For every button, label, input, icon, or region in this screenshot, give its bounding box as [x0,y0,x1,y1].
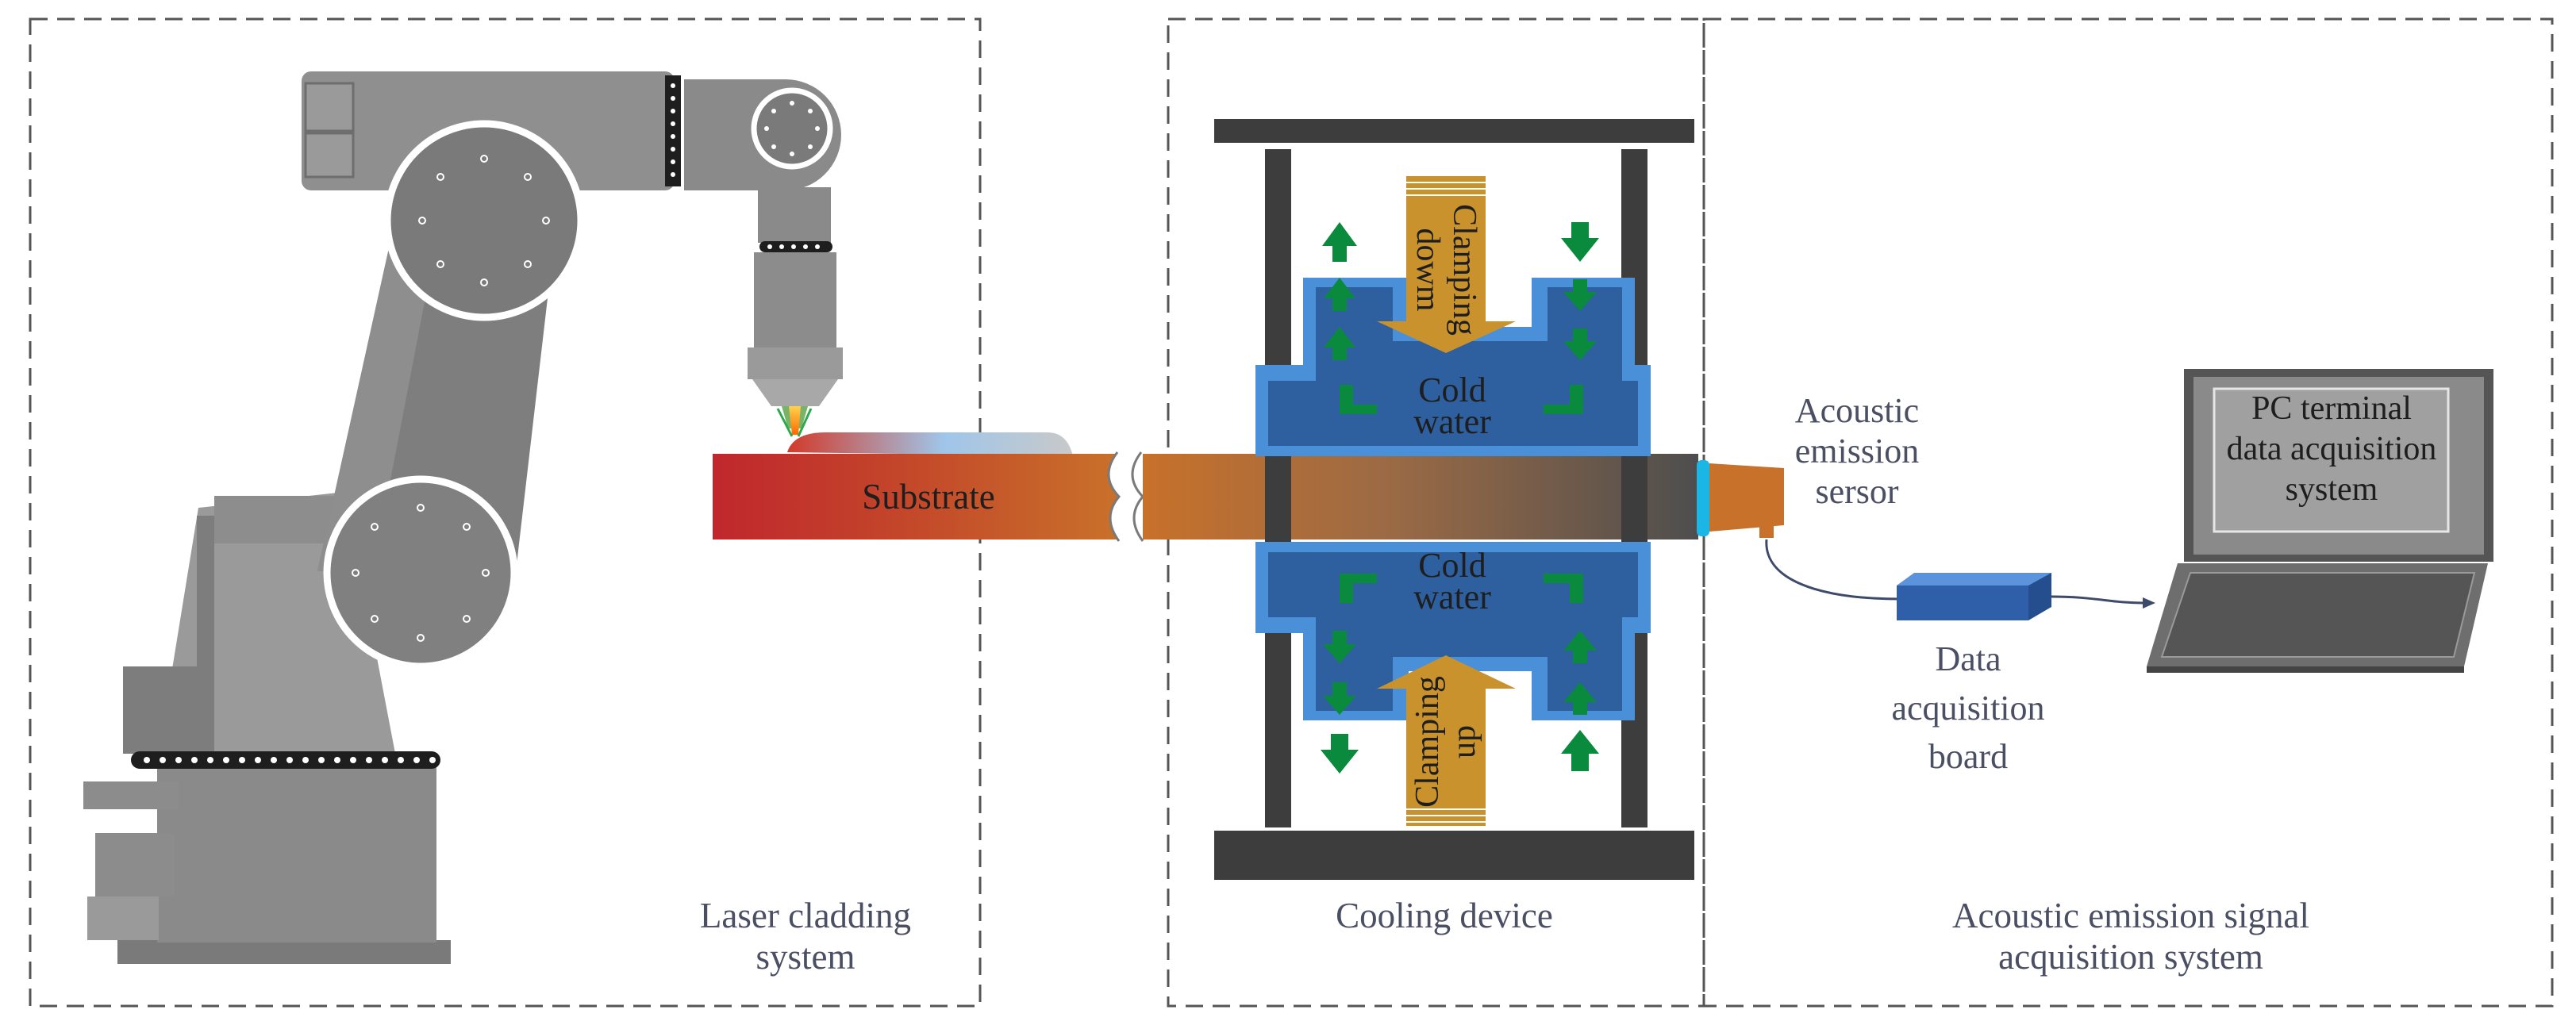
clamping-down-line1: Clamping [1446,204,1483,336]
upper-joint [383,120,585,321]
cold-water-bottom-line2: water [1413,578,1491,617]
laser-cladding-line1: Laser cladding [699,896,912,935]
cladding-bead [787,432,1073,456]
cooling-device-text: Cooling device [1336,896,1553,935]
sensor-label: Acoustic emission sersor [1778,390,1936,512]
daq-board-line1: Data [1935,639,2001,678]
cold-water-top-label: Cold water [1349,371,1555,442]
sensor-line3: sersor [1815,472,1899,512]
clamping-down-line2: dowm [1409,228,1446,312]
daq-cable [2051,595,2143,605]
daq-board-line3: board [1928,737,2009,777]
cold-water-top-line1: Cold [1418,371,1486,409]
clamping-up-arrow [1377,655,1516,826]
clamping-up-line1: Clamping [1409,676,1446,808]
daq-board-label: Data acquisition board [1865,635,2071,781]
cold-water-bottom-label: Cold water [1349,546,1555,617]
laptop-icon [2147,369,2493,673]
laser-beam [789,406,801,435]
acoustic-system-line1: Acoustic emission signal [1952,896,2309,935]
cold-water-bottom-line1: Cold [1418,546,1486,585]
clamping-down-label: Clamping dowm [1409,182,1482,357]
sensor-line1: Acoustic [1794,391,1920,430]
substrate-text: Substrate [862,477,995,516]
substrate-bar [713,432,1698,542]
lower-joint [323,475,518,670]
acoustic-sensor [1697,460,1913,605]
laptop-screen [2213,387,2450,533]
substrate-label: Substrate [809,476,1048,517]
cold-water-top-line2: water [1413,402,1491,442]
sensor-cable [1765,539,1901,601]
pc-terminal-line3: system [2285,471,2378,509]
water-flow-arrows [1321,222,1599,774]
pc-terminal-label: PC terminal data acquisition system [2205,389,2459,511]
daq-board-line2: acquisition [1891,688,2045,728]
base-belt [131,751,440,769]
clamping-down-arrow [1377,176,1516,353]
top-clamp-plate [1214,119,1694,143]
clamping-up-label: Clamping up [1409,655,1482,829]
pc-terminal-line2: data acquisition [2226,431,2437,468]
robot-arm-icon [83,71,843,964]
acoustic-system-label: Acoustic emission signal acquisition sys… [1857,895,2405,977]
bottom-clamp-plate [1214,831,1694,880]
clamping-up-line2: up [1446,725,1482,758]
acoustic-system-line2: acquisition system [1998,937,2263,977]
cooling-device [1214,119,1694,880]
cooling-device-label: Cooling device [1270,895,1619,936]
laser-cladding-label: Laser cladding system [651,895,960,977]
laser-cladding-line2: system [755,937,855,977]
sensor-line2: emission [1794,432,1920,471]
daq-board-icon [1897,573,2155,620]
pc-terminal-line1: PC terminal [2251,390,2412,427]
